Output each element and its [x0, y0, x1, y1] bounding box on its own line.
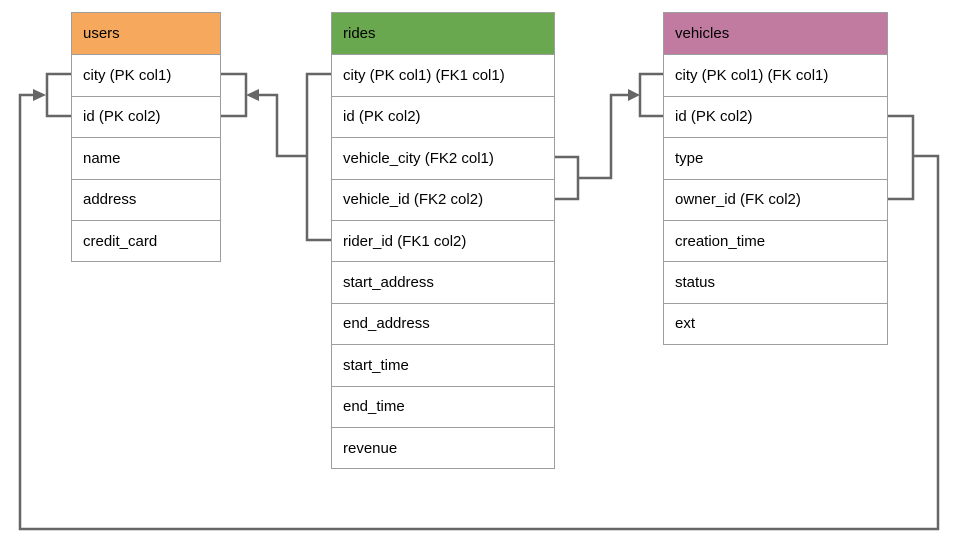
vehicles-column-row: ext [664, 302, 887, 345]
arrow-into-vehicles-left-icon [628, 89, 640, 101]
rides-table-header: rides [332, 13, 554, 55]
users-column-row: name [72, 137, 220, 179]
rides-column-row: end_address [332, 302, 554, 345]
rides-column-row: revenue [332, 426, 554, 469]
rides-column-row: city (PK col1) (FK1 col1) [332, 54, 554, 96]
connector-rides-to-users-line [259, 93, 307, 158]
vehicles-column-row: status [664, 261, 887, 303]
vehicles-column-row: type [664, 137, 887, 179]
connector-rides-left-bracket [305, 72, 331, 242]
arrow-into-users-right-icon [246, 89, 259, 101]
rides-column-row: end_time [332, 385, 554, 427]
connector-vehicles-to-users-loop [18, 93, 940, 531]
rides-column-row: rider_id (FK1 col2) [332, 219, 554, 262]
connector-users-left-bracket [45, 72, 71, 118]
connector-rides-right-bracket [554, 155, 580, 201]
vehicles-column-row: owner_id (FK col2) [664, 178, 887, 220]
vehicles-table-header: vehicles [664, 13, 887, 55]
users-table-header: users [72, 13, 220, 55]
vehicles-column-row: city (PK col1) (FK col1) [664, 54, 887, 96]
vehicles-column-row: creation_time [664, 219, 887, 262]
users-column-row: credit_card [72, 219, 220, 262]
rides-column-row: start_address [332, 261, 554, 303]
users-column-row: city (PK col1) [72, 54, 220, 96]
rides-column-row: vehicle_city (FK2 col1) [332, 137, 554, 179]
connector-rides-to-vehicles-line [578, 93, 628, 180]
connector-vehicles-left-bracket [638, 72, 663, 118]
vehicles-column-row: id (PK col2) [664, 95, 887, 138]
rides-column-row: start_time [332, 344, 554, 386]
users-column-row: id (PK col2) [72, 95, 220, 138]
rides-column-row: vehicle_id (FK2 col2) [332, 178, 554, 220]
arrow-into-users-left-icon [33, 89, 46, 101]
users-column-row: address [72, 178, 220, 220]
rides-column-row: id (PK col2) [332, 95, 554, 138]
connector-vehicles-right-bracket [888, 114, 915, 201]
connector-users-right-bracket [220, 72, 248, 118]
